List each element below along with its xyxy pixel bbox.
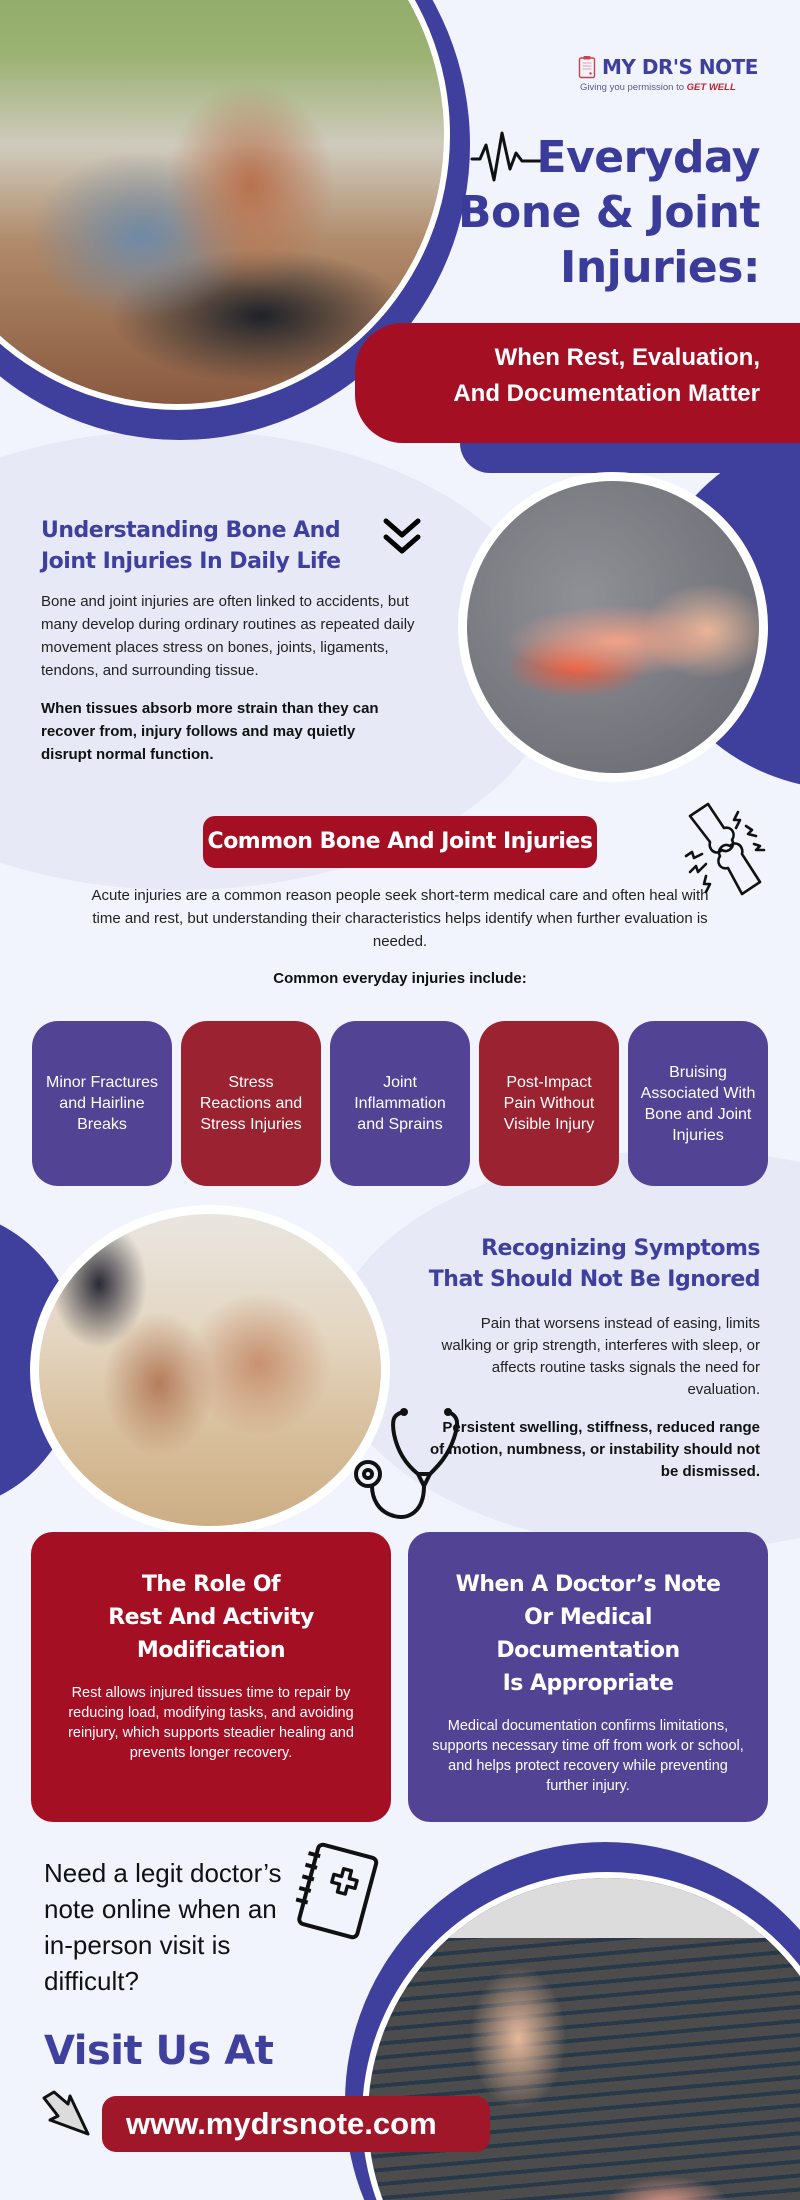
understanding-emphasis: When tissues absorb more strain than the… <box>41 700 379 763</box>
hero-subtitle-banner <box>355 323 800 443</box>
heading-line: Recognizing Symptoms <box>481 1236 760 1261</box>
website-url-link[interactable]: www.mydrsnote.com <box>102 2096 490 2152</box>
brand-name: MY DR'S NOTE <box>602 55 758 79</box>
injury-card-label: Stress Reactions and Stress Injuries <box>199 1074 303 1133</box>
stethoscope-icon <box>354 1408 460 1519</box>
tagline-prefix: Giving you permission to <box>580 82 685 93</box>
visit-us-heading: Visit Us At <box>44 2028 274 2074</box>
heading-line: Joint Injuries In Daily Life <box>41 549 341 574</box>
rest-box-body: Rest allows injured tissues time to repa… <box>68 1685 354 1761</box>
medical-notebook-icon <box>295 1842 379 1940</box>
decorative-blue-strip <box>460 443 800 473</box>
common-injuries-description: Acute injuries are a common reason peopl… <box>91 887 709 950</box>
hero-title: Everyday Bone & Joint Injuries: <box>440 130 760 295</box>
understanding-heading: Understanding Bone And Joint Injuries In… <box>41 515 361 577</box>
symptoms-emphasis: Persistent swelling, stiffness, reduced … <box>430 1419 760 1480</box>
injury-card-label: Bruising Associated With Bone and Joint … <box>640 1063 756 1144</box>
hero-subtitle: When Rest, Evaluation, And Documentation… <box>340 340 760 412</box>
hero-subtitle-line: And Documentation Matter <box>453 380 760 407</box>
injury-card-list: Minor Fractures and Hairline Breaks Stre… <box>32 1021 768 1186</box>
heading-line: Or Medical Documentation <box>496 1605 680 1663</box>
rest-box-heading: The Role Of Rest And Activity Modificati… <box>55 1568 367 1667</box>
foot-pain-photo <box>30 1205 390 1535</box>
elbow-pain-photo <box>362 1872 800 2200</box>
cursor-arrow-icon <box>42 2090 90 2136</box>
hero-title-line: Injuries: <box>559 242 761 293</box>
heading-line: The Role Of <box>141 1572 281 1597</box>
heartbeat-pulse-icon <box>470 131 548 182</box>
brand-tagline: Giving you permission to GET WELL <box>580 82 758 93</box>
injury-card: Stress Reactions and Stress Injuries <box>181 1021 321 1186</box>
brand-logo[interactable]: MY DR'S NOTE Giving you permission to GE… <box>578 55 758 93</box>
injury-card-label: Post-Impact Pain Without Visible Injury <box>503 1074 595 1133</box>
tagline-emphasis: GET WELL <box>686 82 736 93</box>
heading-line: When A Doctor’s Note <box>455 1572 721 1597</box>
broken-bone-icon <box>684 802 766 896</box>
documentation-box-body: Medical documentation confirms limitatio… <box>432 1718 744 1794</box>
documentation-box-heading: When A Doctor’s Note Or Medical Document… <box>432 1568 744 1700</box>
understanding-paragraph: Bone and joint injuries are often linked… <box>41 593 415 679</box>
hero-title-line: Everyday <box>536 132 761 183</box>
injury-card: Post-Impact Pain Without Visible Injury <box>479 1021 619 1186</box>
clipboard-icon <box>578 56 596 79</box>
injury-card: Minor Fractures and Hairline Breaks <box>32 1021 172 1186</box>
heading-line: Modification <box>136 1638 286 1663</box>
injury-card-label: Joint Inflammation and Sprains <box>354 1074 446 1133</box>
heading-line: Understanding Bone And <box>41 518 341 543</box>
heading-line: Rest And Activity <box>108 1605 314 1630</box>
heading-line: That Should Not Be Ignored <box>428 1267 761 1292</box>
injury-card: Bruising Associated With Bone and Joint … <box>628 1021 768 1186</box>
documentation-info-box: When A Doctor’s Note Or Medical Document… <box>408 1532 768 1822</box>
injury-card: Joint Inflammation and Sprains <box>330 1021 470 1186</box>
symptoms-paragraph: Pain that worsens instead of easing, lim… <box>441 1315 760 1398</box>
injury-card-label: Minor Fractures and Hairline Breaks <box>45 1074 159 1133</box>
hero-title-line: Bone & Joint <box>458 187 760 238</box>
symptoms-heading: Recognizing Symptoms That Should Not Be … <box>360 1233 761 1295</box>
hero-subtitle-line: When Rest, Evaluation, <box>494 344 760 371</box>
common-injuries-lead: Common everyday injuries include: <box>273 970 527 987</box>
common-injuries-heading: Common Bone And Joint Injuries <box>203 816 597 868</box>
double-chevron-down-icon <box>383 518 421 554</box>
cta-question: Need a legit doctor’s note online when a… <box>44 1858 282 1996</box>
wrist-pain-photo <box>458 472 768 782</box>
rest-info-box: The Role Of Rest And Activity Modificati… <box>31 1532 391 1822</box>
heading-line: Is Appropriate <box>502 1671 674 1696</box>
